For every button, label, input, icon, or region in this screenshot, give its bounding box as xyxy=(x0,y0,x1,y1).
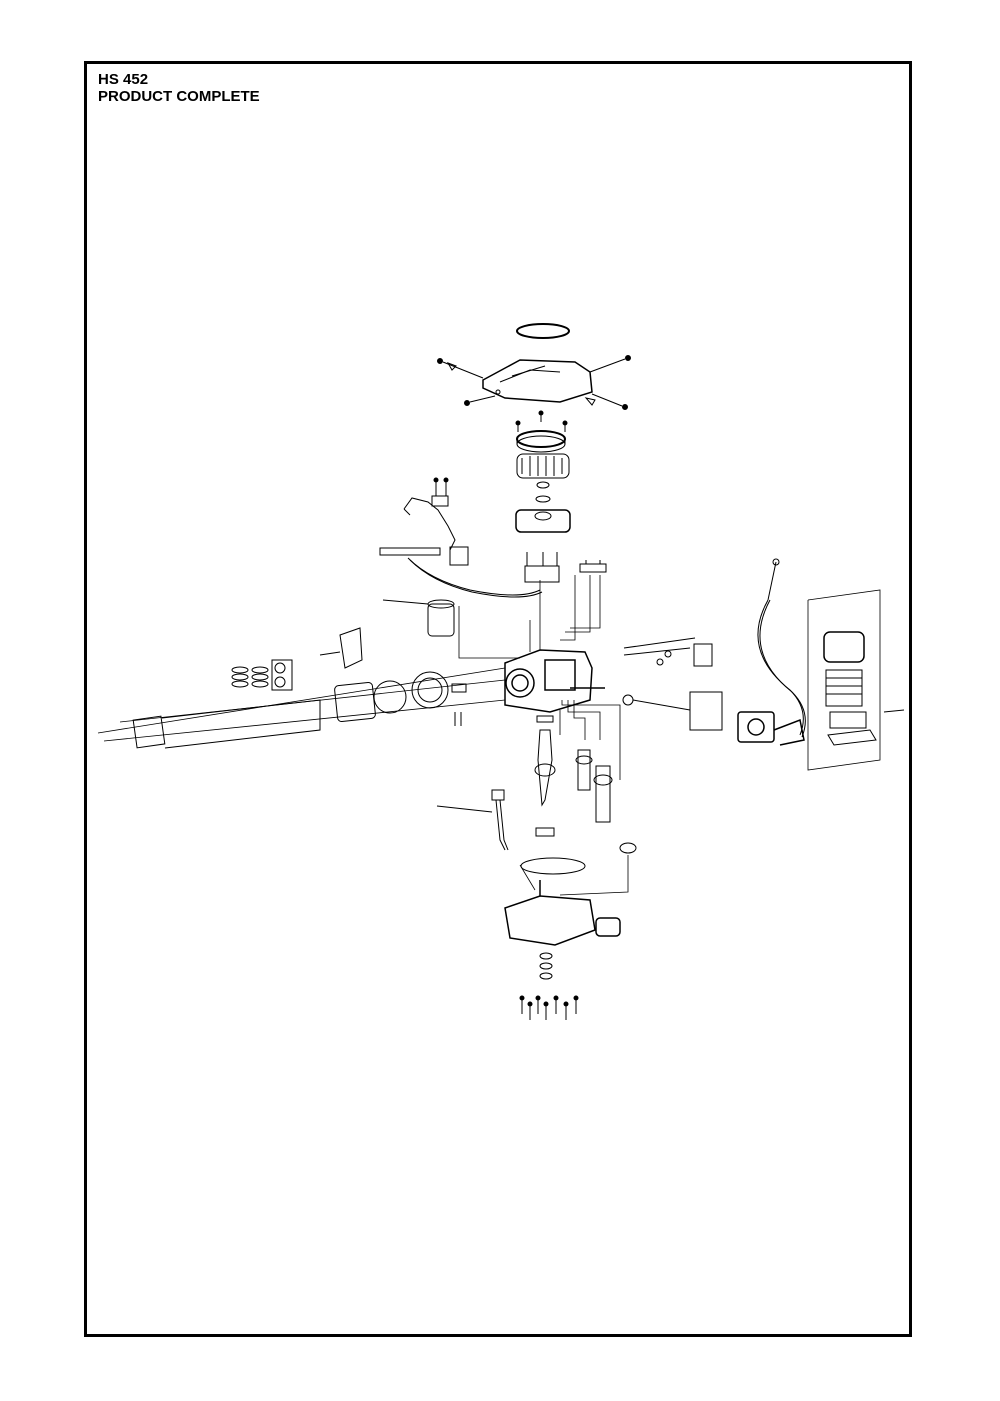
valve-spring-parts xyxy=(232,660,292,690)
cylinder-explode-axis xyxy=(98,668,505,748)
ignition-coil-assembly xyxy=(380,478,542,597)
page-header: HS 452 PRODUCT COMPLETE xyxy=(98,71,260,105)
crankshaft-assembly xyxy=(535,716,612,836)
cover-screws xyxy=(516,411,567,432)
throttle-linkage xyxy=(623,638,722,730)
air-filter-assembly xyxy=(808,590,904,770)
crankcase-block xyxy=(505,650,605,712)
carburetor xyxy=(738,712,804,745)
starter-assembly xyxy=(383,552,606,636)
oil-sump-cover xyxy=(505,880,620,945)
model-number: HS 452 xyxy=(98,71,149,88)
page-border xyxy=(84,61,912,1337)
oil-cap xyxy=(620,843,636,853)
dipstick xyxy=(437,790,508,850)
crankcase-gasket xyxy=(521,858,585,874)
fan-cover-assembly xyxy=(438,324,631,410)
muffler-bracket xyxy=(320,628,362,668)
sump-bolts xyxy=(520,953,578,1020)
assembly-guide-lines xyxy=(459,575,628,895)
flywheel-stack xyxy=(516,431,570,532)
page-title: PRODUCT COMPLETE xyxy=(98,88,260,105)
throttle-cable xyxy=(758,559,805,737)
